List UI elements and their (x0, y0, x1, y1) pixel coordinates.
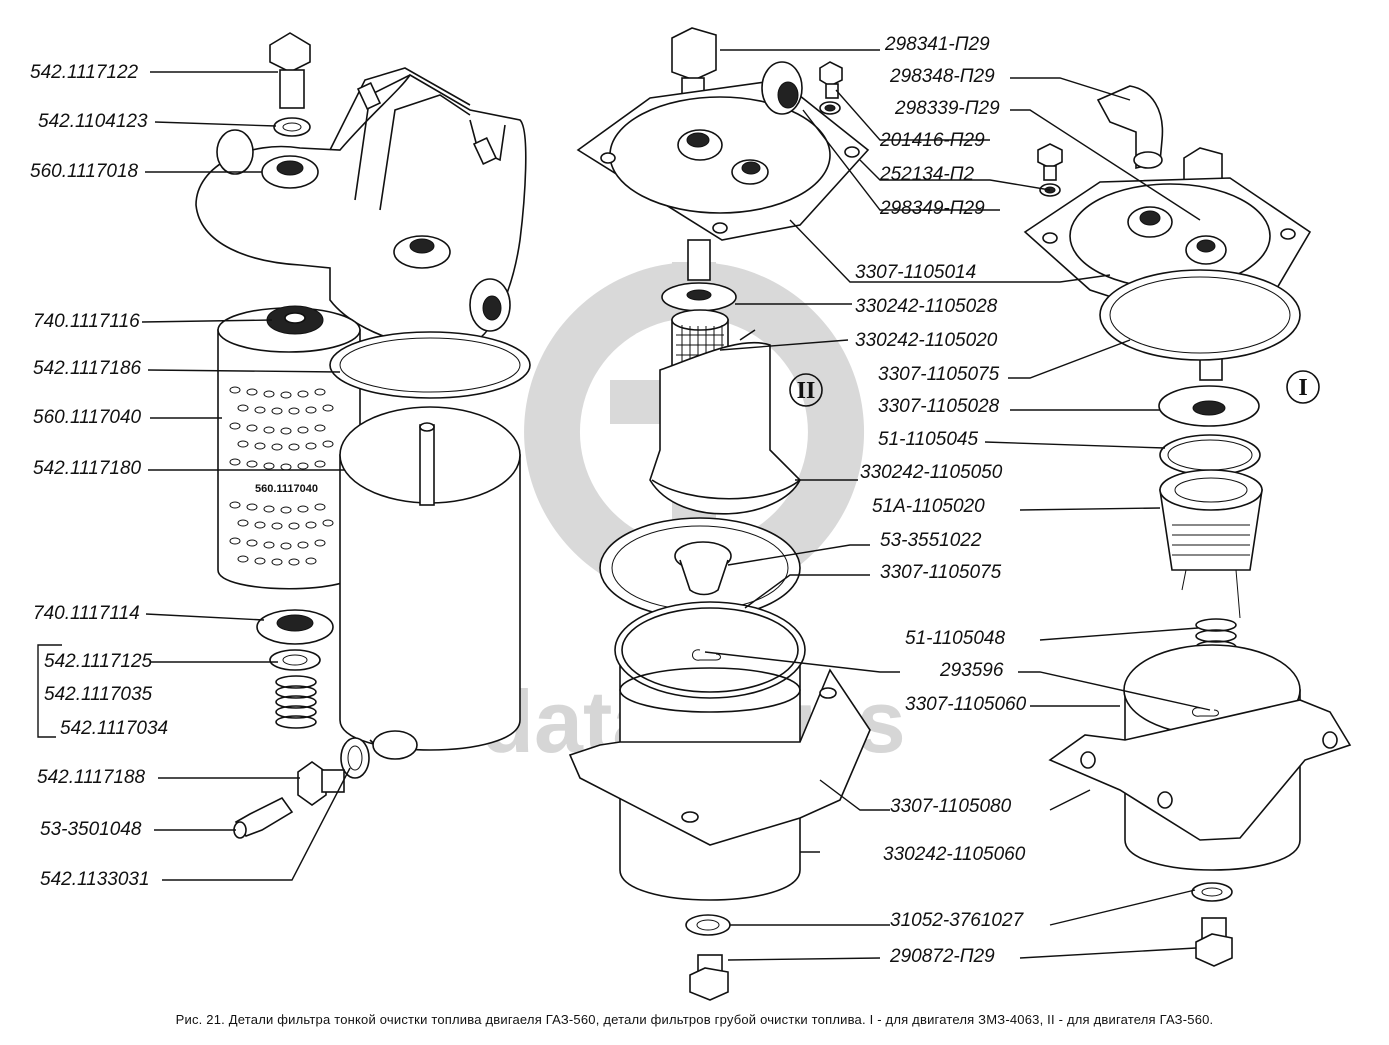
filter-i-drawing (1159, 469, 1263, 619)
mark-ii: II (797, 378, 816, 404)
label-3307-1105028: 3307-1105028 (878, 396, 1000, 417)
figure-caption: Рис. 21. Детали фильтра тонкой очистки т… (175, 1012, 1214, 1027)
label-740-1117116: 740.1117116 (33, 311, 140, 332)
label-542-1117186: 542.1117186 (33, 358, 142, 379)
center-tube-drawing (687, 239, 711, 281)
drain-valve-drawing (233, 796, 294, 839)
drain-plug-drawing (297, 761, 345, 806)
label-53-3501048: 53-3501048 (40, 819, 142, 840)
seal-ring-drawing (340, 737, 370, 779)
gasket-ring-drawing (329, 331, 531, 399)
spring-drawing (275, 675, 317, 729)
mark-ii-circle (789, 373, 823, 407)
filter-element-drawing: 560.1117040 (217, 305, 361, 590)
label-542-1117035: 542.1117035 (44, 684, 153, 705)
drain-washer-i-drawing (1191, 882, 1233, 902)
reflector-drawing (649, 329, 801, 515)
label-542-1117034: 542.1117034 (60, 718, 168, 739)
ring-i-drawing (1159, 434, 1261, 476)
filter-perforation-pattern (229, 386, 334, 566)
filter-bowl-drawing (339, 406, 521, 760)
valve-drawing (674, 541, 732, 596)
drain-plug-ii-drawing (689, 954, 729, 1001)
drain-plug-i-drawing (1195, 917, 1233, 967)
label-51-1105045: 51-1105045 (878, 429, 978, 450)
gasket-i-drawing (1099, 269, 1301, 361)
label-330242-1105028: 330242-1105028 (855, 296, 998, 317)
elbow-fitting-drawing (1096, 85, 1164, 170)
fine-filter-assembly: 560.1117040 (195, 32, 531, 839)
label-330242-1105060: 330242-1105060 (883, 844, 1026, 865)
coarse-filter-ii-assembly: II (568, 27, 871, 1001)
filter-head-drawing (195, 67, 527, 346)
label-330242-1105050: 330242-1105050 (860, 462, 1003, 483)
left-callouts: 542.1117122 542.1104123 560.1117018 740.… (30, 62, 351, 890)
label-298348-p29: 298348-П29 (889, 66, 995, 87)
coarse-filter-i-assembly: I (1023, 85, 1352, 967)
label-53-3551022: 53-3551022 (880, 530, 982, 551)
label-740-1117114: 740.1117114 (33, 603, 140, 624)
mark-i: I (1298, 375, 1307, 401)
label-542-1117180: 542.1117180 (33, 458, 142, 479)
label-3307-1105080: 3307-1105080 (890, 796, 1012, 817)
cover-drawing (576, 61, 870, 241)
label-31052-3761027: 31052-3761027 (890, 910, 1025, 931)
label-3307-1105014: 3307-1105014 (855, 262, 976, 283)
watermark-logo (524, 262, 865, 602)
small-bolt-drawing (819, 61, 843, 115)
label-3307-1105075-a: 3307-1105075 (878, 364, 1000, 385)
label-298339-p29: 298339-П29 (894, 98, 1000, 119)
label-560-1117040: 560.1117040 (33, 407, 142, 428)
label-3307-1105075-b: 3307-1105075 (880, 562, 1002, 583)
spring-washer-drawing (269, 649, 321, 671)
label-51-1105048: 51-1105048 (905, 628, 1005, 649)
label-542-1117122: 542.1117122 (30, 62, 139, 83)
label-3307-1105060: 3307-1105060 (905, 694, 1027, 715)
bolt-drawing (269, 32, 311, 109)
filter-element-marking: 560.1117040 (255, 483, 318, 495)
label-290872-p29: 290872-П29 (889, 946, 995, 967)
mark-i-circle (1286, 370, 1320, 404)
label-542-1133031: 542.1133031 (40, 869, 150, 890)
label-542-1117188: 542.1117188 (37, 767, 146, 788)
label-51a-1105020: 51А-1105020 (872, 496, 985, 517)
bowl-drawing (568, 601, 871, 901)
label-298341-p29: 298341-П29 (884, 34, 990, 55)
washer-drawing (273, 117, 311, 137)
label-293596: 293596 (939, 660, 1004, 681)
drain-washer-drawing (685, 914, 731, 936)
label-542-1104123: 542.1104123 (38, 111, 148, 132)
label-542-1117125: 542.1117125 (44, 651, 153, 672)
label-201416-p29: 201416-П29 (879, 130, 985, 151)
label-560-1117018: 560.1117018 (30, 161, 139, 182)
label-298349-p29: 298349-П29 (879, 198, 985, 219)
small-bolt-drawing (1037, 143, 1063, 197)
right-callouts: 298341-П29 298348-П29 298339-П29 201416-… (704, 34, 1211, 967)
label-330242-1105020: 330242-1105020 (855, 330, 998, 351)
label-252134-p2: 252134-П2 (879, 164, 974, 185)
bowl-i-drawing (1048, 644, 1352, 871)
